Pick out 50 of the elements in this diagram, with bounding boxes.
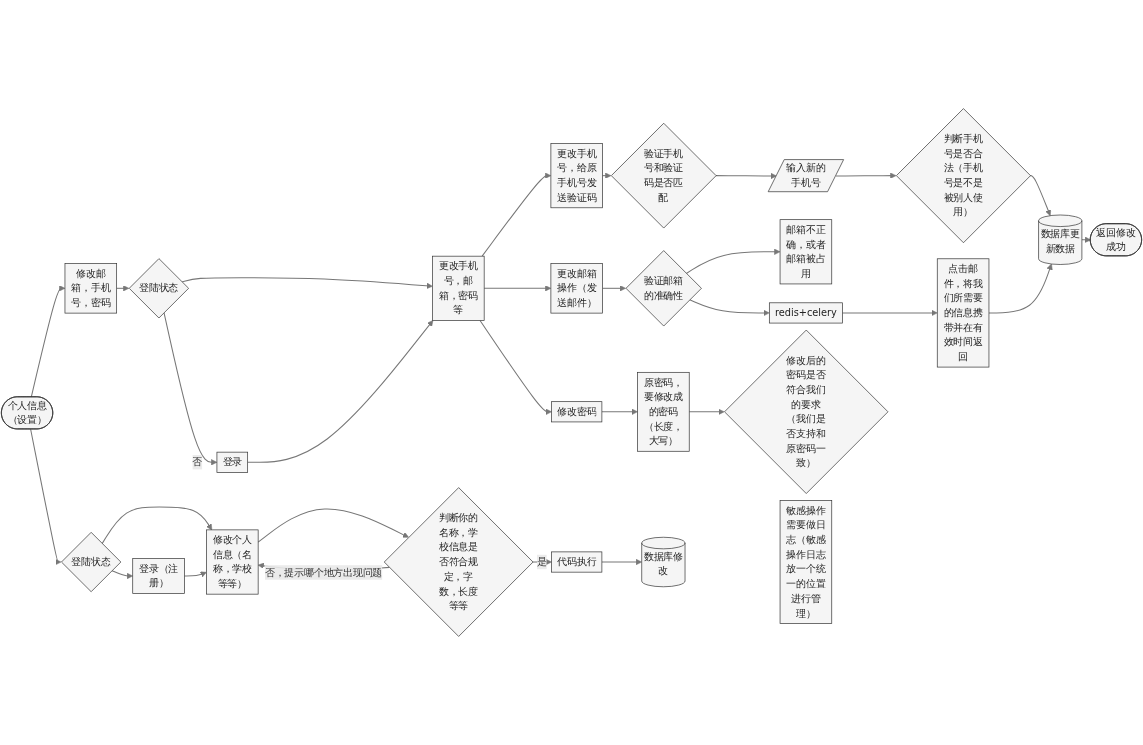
- node-diamond: 登陆状态: [128, 258, 189, 319]
- node-box: 修改密码: [551, 401, 603, 423]
- arrow: [101, 506, 213, 545]
- arrow: [988, 263, 1053, 314]
- node-box: 代码执行: [551, 551, 603, 573]
- arrow: [841, 309, 938, 316]
- arrow: [601, 408, 638, 415]
- node-box: 原密码，要修改成的密码（长度，大写）: [637, 371, 690, 452]
- node-diamond: 判断手机号是否合法（手机号是不是被别人使用）: [896, 108, 1031, 244]
- arrow: [483, 285, 552, 292]
- node-diamond: 验证手机号和验证码是否匹配: [610, 122, 717, 229]
- node-diamond: 判断你的名称，学校信息是否符合规定，字数，长度等等: [383, 487, 534, 637]
- arrow: [602, 285, 626, 292]
- node-box: 更改邮箱操作（发送邮件）: [550, 263, 603, 314]
- node-diamond: 登陆状态: [61, 531, 122, 593]
- node-box: redis+celery: [768, 302, 843, 324]
- arrow: [30, 428, 62, 566]
- arrow: [601, 558, 642, 566]
- arrow: [181, 277, 433, 289]
- arrow: [602, 172, 612, 179]
- node-box: 更改手机号，邮箱，密码等: [432, 255, 485, 321]
- edge-label: 否: [192, 456, 203, 468]
- arrow: [835, 172, 897, 179]
- node-box: 邮箱不正确，或者邮箱被占用: [779, 219, 833, 285]
- node-box: 更改手机号，给原手机号发送验证码: [550, 143, 603, 209]
- arrow: [183, 571, 207, 578]
- edge-label: 是: [536, 556, 547, 568]
- arrow: [30, 285, 66, 398]
- node-box: 敏感操作需要做日志（敏感操作日志放一个统一的位置进行管理）: [779, 500, 833, 624]
- arrow: [481, 172, 552, 257]
- arrow: [689, 299, 770, 316]
- arrow: [1029, 175, 1052, 216]
- arrow: [479, 319, 552, 415]
- node-box: 修改邮箱，手机号，密码: [64, 263, 117, 314]
- arrow: [111, 570, 133, 580]
- arrow: [688, 408, 725, 415]
- node-box: 登录: [216, 451, 248, 473]
- node-box: 修改个人信息（名称，学校等等）: [206, 529, 259, 595]
- edge-label: 否，提示哪个地方出现问题: [264, 566, 383, 578]
- node-box: 登录（注册）: [132, 558, 185, 594]
- arrow: [685, 248, 781, 275]
- arrow: [257, 508, 409, 543]
- arrow: [1081, 236, 1091, 243]
- node-diamond: 验证邮箱的准确性: [625, 250, 702, 327]
- arrow: [715, 172, 777, 180]
- arrow: [247, 320, 434, 463]
- node-box: 点击邮件，将我们所需要的信息携带并在有效时间返回: [936, 258, 990, 368]
- arrow: [163, 312, 218, 466]
- arrow: [116, 285, 130, 292]
- node-diamond: 修改后的密码是否符合我们的要求（我们是否支持和原密码一致）: [724, 329, 889, 494]
